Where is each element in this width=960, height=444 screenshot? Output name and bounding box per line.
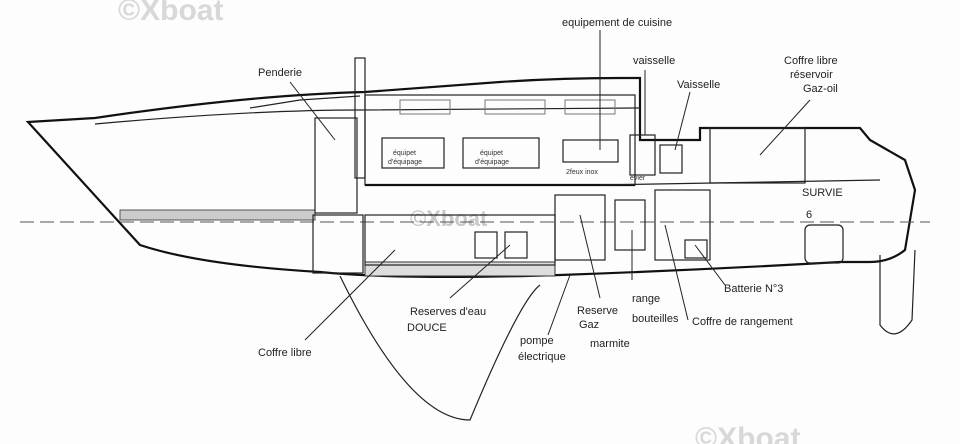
- label-penderie: Penderie: [258, 67, 302, 79]
- deck-line: [94, 107, 641, 125]
- label-equipet-1b: d'équipage: [388, 159, 422, 166]
- label-equipet-2: équipet: [480, 150, 503, 157]
- label-pompe-2: électrique: [518, 351, 566, 363]
- label-coffre-rangement: Coffre de rangement: [692, 316, 793, 328]
- label-survie: SURVIE: [802, 187, 843, 199]
- label-reserve-gaz-3: marmite: [590, 338, 630, 350]
- rudder: [879, 249, 916, 335]
- label-reserves-eau-2: DOUCE: [407, 322, 447, 334]
- label-equipet-1: équipet: [393, 150, 416, 157]
- label-coffre-libre: Coffre libre: [258, 347, 312, 359]
- label-vaisselle-2: Vaisselle: [677, 79, 720, 91]
- watermark-top: ©Xboat: [118, 0, 223, 27]
- watermark-center: ©Xboat: [410, 206, 488, 231]
- label-feux: 2feux inox: [566, 169, 598, 176]
- label-cuisine: equipement de cuisine: [562, 17, 672, 29]
- label-pompe: pompe: [520, 335, 554, 347]
- watermark-bottom: ©Xboat: [695, 422, 800, 444]
- label-reserves-eau: Reserves d'eau: [410, 306, 486, 318]
- label-survie-2: 6: [806, 209, 812, 221]
- label-evier: évier: [630, 175, 646, 182]
- label-equipet-2b: d'équipage: [475, 159, 509, 166]
- label-coffre-gazoil: Coffre libre: [784, 55, 838, 67]
- label-reserve-gaz-2: Gaz: [579, 319, 599, 331]
- label-range-bouteilles-2: bouteilles: [632, 313, 679, 325]
- hatched-area: [119, 209, 316, 221]
- label-reserve-gaz: Reserve: [577, 305, 618, 317]
- label-coffre-gazoil-3: Gaz-oil: [803, 83, 838, 95]
- water-tank-hatch: [364, 261, 556, 277]
- label-coffre-gazoil-2: réservoir: [790, 69, 833, 81]
- label-vaisselle-1: vaisselle: [633, 55, 675, 67]
- label-range-bouteilles: range: [632, 293, 660, 305]
- hull-outline: [25, 76, 917, 279]
- keel: [339, 275, 541, 421]
- label-batterie: Batterie N°3: [724, 283, 783, 295]
- penderie-locker: [314, 117, 358, 214]
